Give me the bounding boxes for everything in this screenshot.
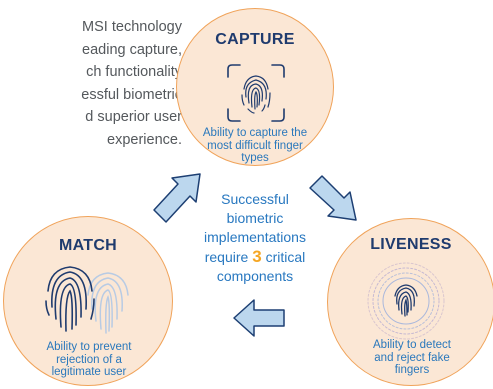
intro-text: MSI technology eading capture, ch functi…: [0, 16, 182, 151]
center-line: components: [216, 268, 294, 284]
match-description: Ability to prevent rejection of a legiti…: [46, 341, 132, 378]
arrow-to-match: [233, 299, 285, 337]
match-title: MATCH: [58, 237, 118, 254]
capture-title: CAPTURE: [215, 31, 295, 48]
intro-line: eading capture,: [82, 41, 182, 58]
center-text: Successful biometric implementations req…: [182, 190, 328, 286]
center-line: Successful: [221, 191, 289, 207]
liveness-description: Ability to detect and reject fake finger…: [373, 339, 451, 376]
intro-line: experience.: [107, 131, 182, 148]
center-require: require: [204, 249, 249, 265]
center-line: implementations: [204, 229, 306, 245]
capture-circle: CAPTURE Ability to capture the most diff…: [176, 8, 334, 166]
fingerprint-icon: [44, 261, 140, 341]
center-line-4: require 3 critical: [182, 247, 328, 267]
liveness-circle: LIVENESS Ability to detect and reject fa…: [327, 218, 493, 386]
liveness-title: LIVENESS: [370, 236, 452, 253]
capture-description: Ability to capture the most difficult fi…: [202, 127, 308, 164]
components-count: 3: [252, 247, 262, 266]
intro-line: ch functionality: [86, 64, 182, 80]
intro-line: essful biometric: [81, 86, 182, 103]
center-critical: critical: [265, 249, 306, 265]
intro-line: MSI technology: [82, 19, 182, 35]
fingerprint-scan-icon: [224, 61, 288, 125]
intro-line: d superior user: [85, 109, 182, 125]
arrow-to-liveness: [309, 175, 357, 221]
arrow-to-capture: [153, 173, 201, 223]
center-line: biometric: [226, 210, 284, 226]
match-circle: MATCH Ability to prevent rejection of a …: [3, 216, 173, 386]
fingerprint-waves-icon: [365, 260, 447, 342]
